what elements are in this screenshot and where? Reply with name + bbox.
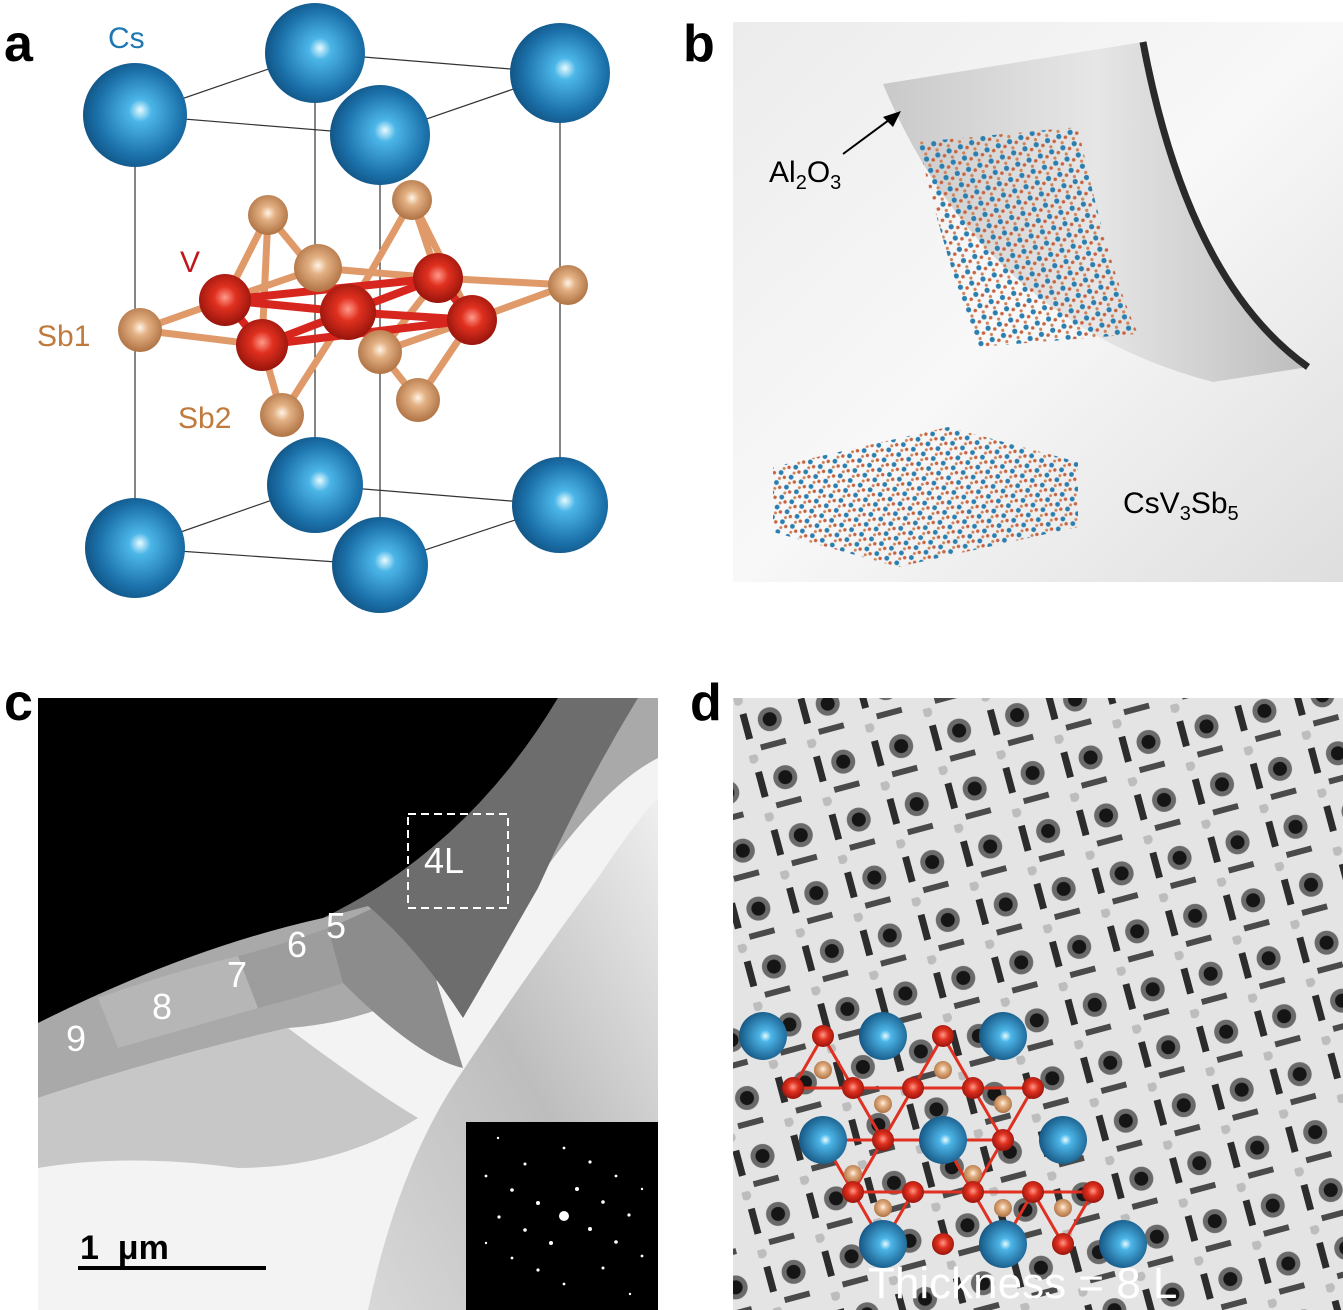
label-al2o3: Al2O3	[769, 156, 842, 194]
csv3sb5-sub2: 5	[1227, 503, 1239, 525]
layer-number-5: 5	[326, 905, 347, 946]
panel-b-letter: b	[683, 15, 715, 73]
layer-number-9: 9	[66, 1018, 87, 1059]
layer-number-8: 8	[152, 986, 173, 1027]
label-csv3sb5: CsV3Sb5	[1123, 487, 1239, 525]
box-label-4l: 4L	[424, 840, 465, 881]
thickness-label: Thickness = 8 L	[868, 1259, 1178, 1308]
label-v: V	[180, 246, 201, 279]
al2o3-base1: Al	[769, 156, 796, 189]
stem-atomic-image	[733, 698, 1343, 1310]
al2o3-base2: O	[806, 156, 831, 189]
label-sb2: Sb2	[178, 402, 232, 435]
label-sb1: Sb1	[37, 320, 91, 353]
layer-number-6: 6	[287, 924, 308, 965]
tem-image	[38, 698, 658, 1310]
layer-number-7: 7	[227, 954, 248, 995]
panel-d-letter: d	[690, 674, 722, 732]
exfoliation-illustration	[733, 22, 1343, 582]
panel-c-letter: c	[4, 674, 33, 732]
scale-bar-label: 1 μm	[80, 1229, 169, 1267]
al2o3-sub2: 3	[830, 172, 842, 194]
al2o3-sub1: 2	[795, 172, 807, 194]
panel-a-letter: a	[4, 15, 33, 73]
label-cs: Cs	[108, 22, 145, 55]
csv3sb5-base1: CsV	[1123, 487, 1180, 520]
csv3sb5-base2: Sb	[1190, 487, 1228, 520]
csv3sb5-sub1: 3	[1179, 503, 1191, 525]
crystal-structure-diagram	[83, 3, 610, 613]
